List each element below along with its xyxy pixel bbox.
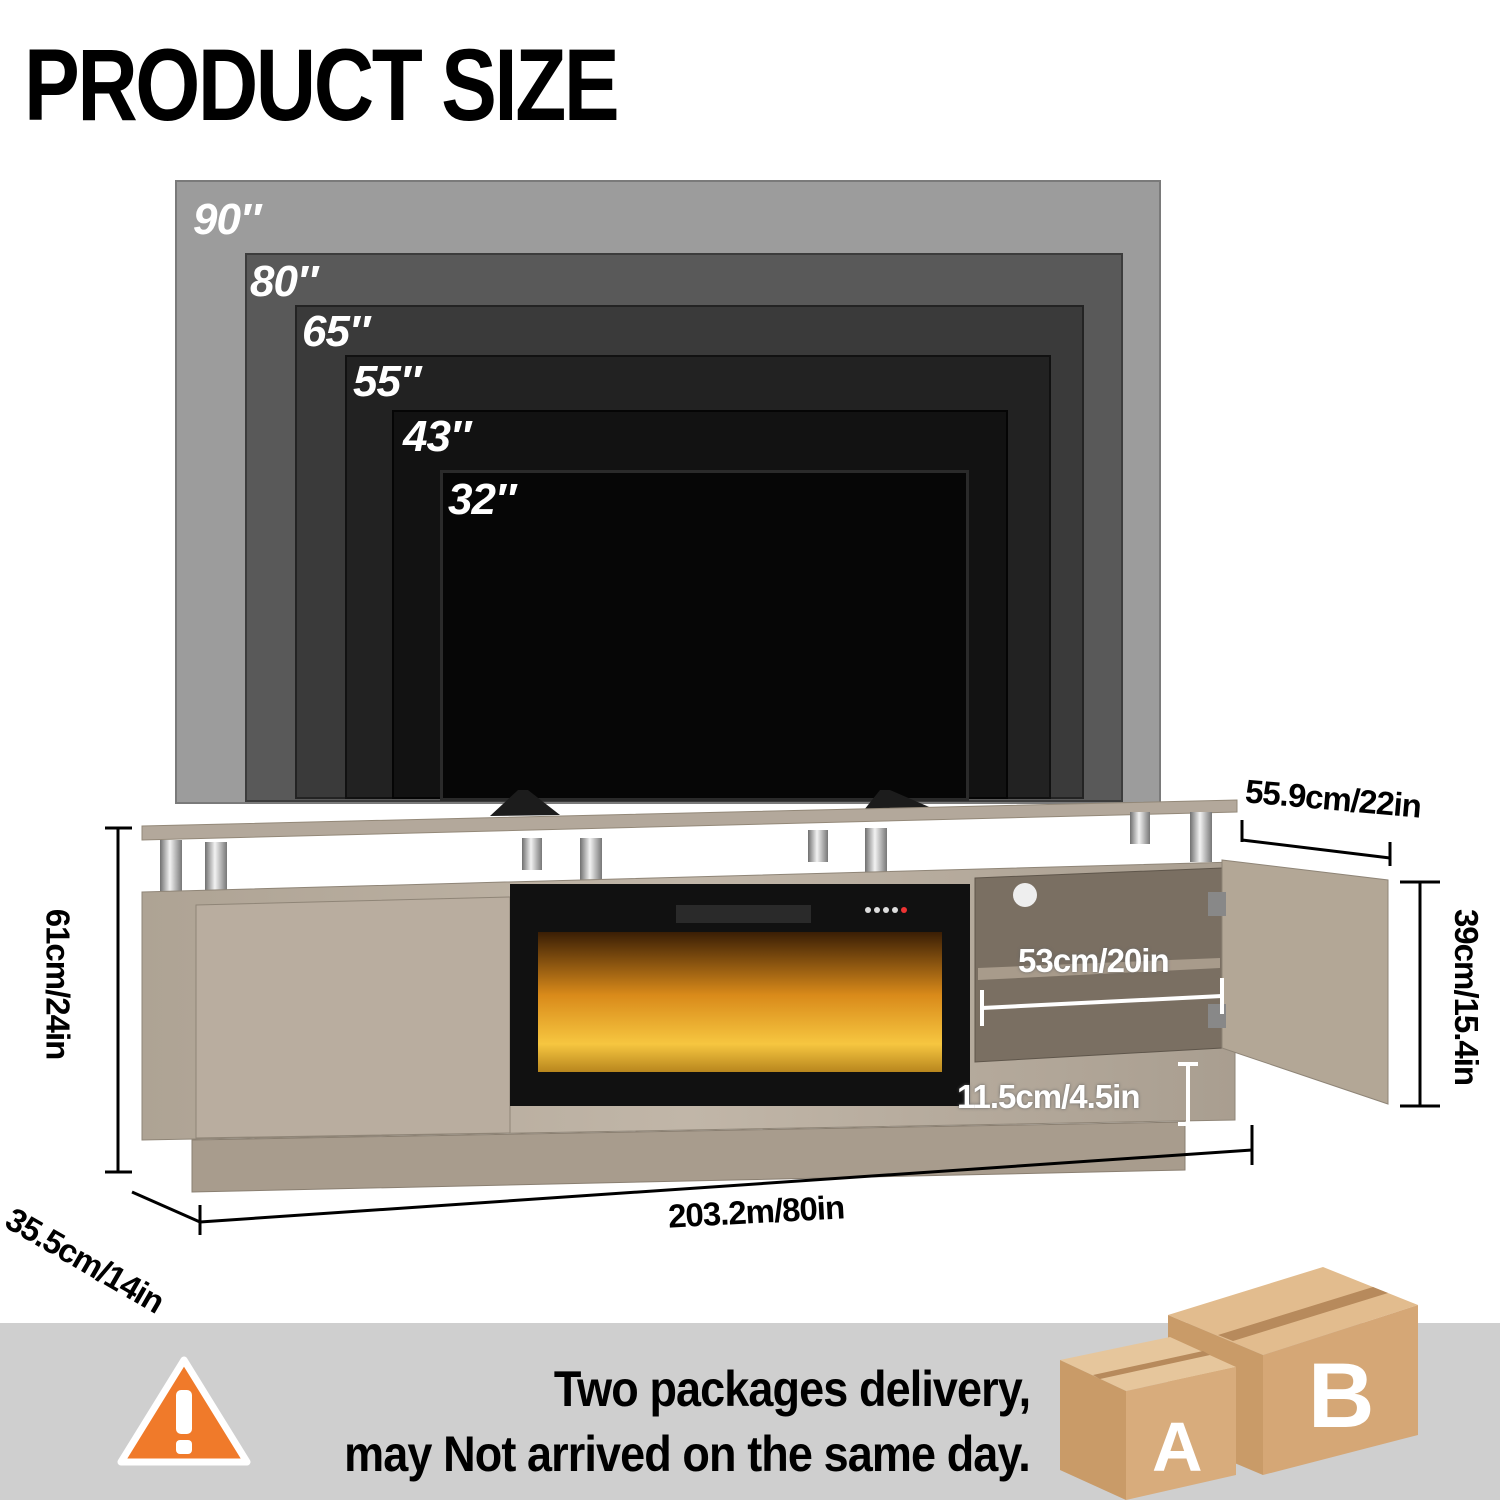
package-label-b: B	[1308, 1345, 1375, 1447]
tv-console-illustration	[105, 799, 1440, 1235]
tv-label-43: 43″	[403, 412, 471, 461]
page-title: PRODUCT SIZE	[24, 28, 620, 142]
top-shelf	[141, 799, 1238, 841]
package-label-a: A	[1152, 1408, 1203, 1486]
tv-label-80: 80″	[250, 257, 318, 306]
notice-line-2: may Not arrived on the same day.	[344, 1426, 1031, 1482]
base-plinth	[191, 1121, 1186, 1193]
tv-32	[440, 470, 969, 801]
dimension-cabinet-height: 39cm/15.4in	[1448, 908, 1486, 1086]
chrome-legs	[160, 812, 1212, 894]
dimension-lines	[105, 820, 1440, 1235]
dimension-base-height: 11.5cm/4.5in	[957, 1078, 1140, 1115]
fireplace-control-buttons	[865, 907, 907, 913]
cabinet-shelf	[978, 958, 1220, 980]
tv-label-90: 90″	[193, 195, 261, 244]
fireplace-screen	[538, 932, 942, 1072]
dimension-shelf-width: 53cm/20in	[1018, 942, 1170, 979]
dimension-total-height: 61cm/24in	[39, 908, 77, 1060]
tv-label-32: 32″	[448, 475, 516, 524]
warning-icon	[117, 1356, 251, 1466]
package-boxes-icon	[1060, 1267, 1418, 1500]
tv-label-65: 65″	[302, 307, 370, 356]
tv-label-55: 55″	[353, 357, 421, 406]
left-door	[195, 896, 511, 1139]
notice-line-1: Two packages delivery,	[553, 1361, 1031, 1417]
right-door-open	[1221, 859, 1389, 1105]
